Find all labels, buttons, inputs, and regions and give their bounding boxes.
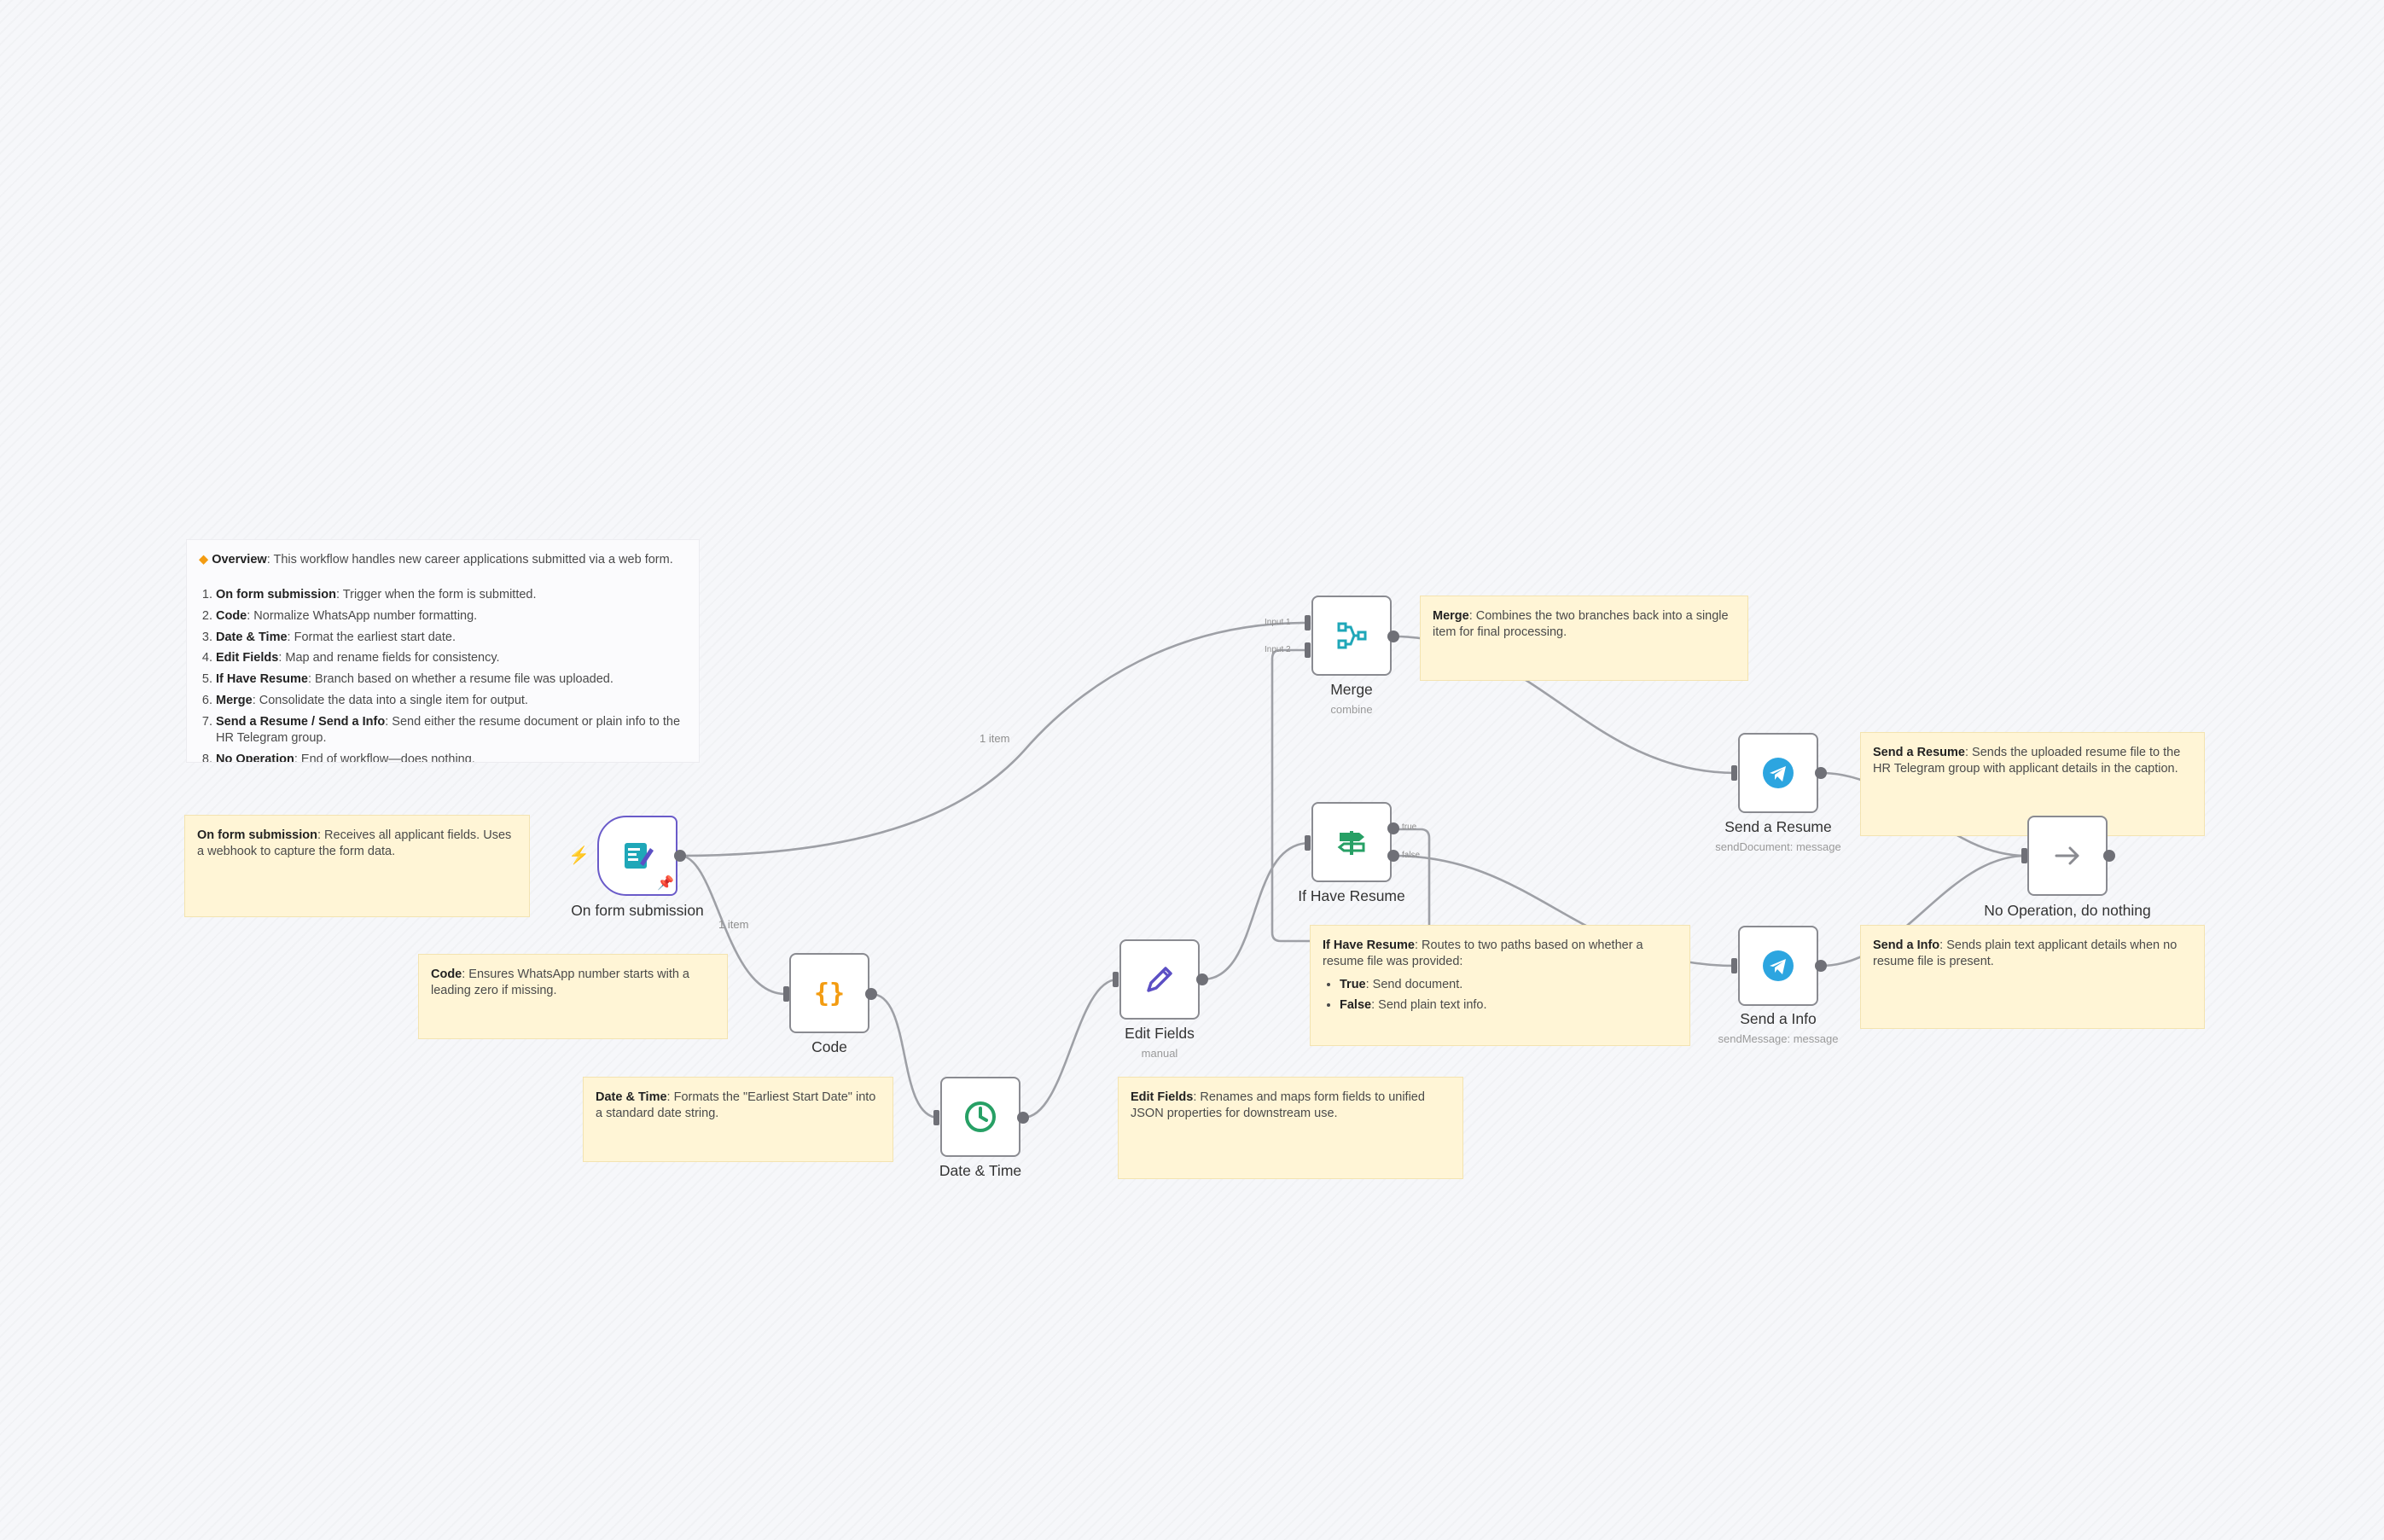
telegram-icon xyxy=(1763,950,1794,981)
overview-step: Edit Fields: Map and rename fields for c… xyxy=(216,650,687,666)
node-label: Send a Resume xyxy=(1724,818,1832,835)
node-label: Date & Time xyxy=(939,1162,1022,1179)
port-label-input-2: Input 2 xyxy=(1265,645,1291,654)
orange-diamond-icon: ◆ xyxy=(199,553,209,567)
telegram-icon xyxy=(1763,758,1794,788)
node-send-a-resume[interactable] xyxy=(1738,733,1818,813)
output-handle-true[interactable] xyxy=(1387,822,1399,834)
node-label: Edit Fields xyxy=(1125,1025,1195,1042)
input-handle[interactable] xyxy=(1113,972,1119,987)
datetime-note[interactable]: Date & Time: Formats the "Earliest Start… xyxy=(583,1077,893,1162)
input-handle[interactable] xyxy=(933,1110,939,1125)
edge-editfields-to-if xyxy=(1201,841,1311,981)
overview-step: No Operation: End of workflow—does nothi… xyxy=(216,752,687,762)
input-handle-2[interactable] xyxy=(1305,642,1311,658)
pin-icon: 📌 xyxy=(657,876,674,891)
pencil-icon xyxy=(1147,967,1172,992)
input-handle[interactable] xyxy=(1731,958,1737,973)
node-subtitle: manual xyxy=(1141,1047,1178,1060)
node-label: Code xyxy=(811,1038,847,1055)
edge-item-count-label: 1 item xyxy=(980,732,1010,745)
node-label: On form submission xyxy=(571,902,704,919)
port-label-false: false xyxy=(1402,851,1421,860)
merge-icon xyxy=(1337,622,1367,649)
overview-step: Code: Normalize WhatsApp number formatti… xyxy=(216,608,687,625)
output-handle[interactable] xyxy=(1815,960,1827,972)
edge-item-count-label: 1 item xyxy=(718,918,749,931)
overview-steps: On form submission: Trigger when the for… xyxy=(199,587,687,762)
node-subtitle: combine xyxy=(1330,703,1373,716)
overview-step: On form submission: Trigger when the for… xyxy=(216,587,687,603)
output-handle-false[interactable] xyxy=(1387,850,1399,862)
output-handle[interactable] xyxy=(1815,767,1827,779)
code-note[interactable]: Code: Ensures WhatsApp number starts wit… xyxy=(418,954,728,1039)
node-if-have-resume[interactable] xyxy=(1311,802,1392,882)
clock-icon xyxy=(965,1101,996,1132)
merge-note[interactable]: Merge: Combines the two branches back in… xyxy=(1420,596,1748,681)
node-label: If Have Resume xyxy=(1298,887,1405,904)
port-label-input-1: Input 1 xyxy=(1265,618,1291,627)
ifresume-note[interactable]: If Have Resume: Routes to two paths base… xyxy=(1310,925,1690,1046)
node-label: Send a Info xyxy=(1740,1010,1817,1027)
input-handle[interactable] xyxy=(1731,765,1737,781)
input-handle[interactable] xyxy=(1305,835,1311,851)
signpost-icon xyxy=(1337,831,1365,855)
node-send-a-info[interactable] xyxy=(1738,926,1818,1006)
node-subtitle: sendDocument: message xyxy=(1715,840,1841,853)
output-handle[interactable] xyxy=(1387,631,1399,642)
arrow-right-icon xyxy=(2055,846,2079,865)
output-handle[interactable] xyxy=(2103,850,2115,862)
trigger-bolt-icon: ⚡ xyxy=(568,846,590,865)
output-handle[interactable] xyxy=(865,988,877,1000)
form-icon xyxy=(625,843,654,869)
overview-heading: ◆ Overview: This workflow handles new ca… xyxy=(199,553,673,567)
output-handle[interactable] xyxy=(1196,973,1208,985)
node-merge[interactable] xyxy=(1311,596,1392,676)
input-handle[interactable] xyxy=(783,986,789,1002)
editfields-note[interactable]: Edit Fields: Renames and maps form field… xyxy=(1118,1077,1463,1179)
node-label: Merge xyxy=(1330,681,1373,698)
node-no-operation[interactable] xyxy=(2027,816,2108,896)
input-handle[interactable] xyxy=(2021,848,2027,863)
overview-note[interactable]: ◆ Overview: This workflow handles new ca… xyxy=(186,539,700,763)
output-handle[interactable] xyxy=(1017,1112,1029,1124)
node-code[interactable]: {} xyxy=(789,953,869,1033)
sendinfo-note[interactable]: Send a Info: Sends plain text applicant … xyxy=(1860,925,2205,1029)
form-note[interactable]: On form submission: Receives all applica… xyxy=(184,815,530,917)
overview-step: Merge: Consolidate the data into a singl… xyxy=(216,693,687,709)
branch-false: False: Send plain text info. xyxy=(1340,997,1678,1014)
node-edit-fields[interactable] xyxy=(1119,939,1200,1020)
branch-true: True: Send document. xyxy=(1340,977,1678,993)
node-date-time[interactable] xyxy=(940,1077,1020,1157)
node-label: No Operation, do nothing xyxy=(1984,902,2151,919)
output-handle[interactable] xyxy=(674,850,686,862)
svg-text:{}: {} xyxy=(814,979,845,1008)
ifresume-branches: True: Send document. False: Send plain t… xyxy=(1323,977,1678,1014)
overview-step: Send a Resume / Send a Info: Send either… xyxy=(216,714,687,747)
input-handle-1[interactable] xyxy=(1305,615,1311,631)
overview-step: Date & Time: Format the earliest start d… xyxy=(216,630,687,646)
overview-step: If Have Resume: Branch based on whether … xyxy=(216,671,687,688)
code-braces-icon: {} xyxy=(814,979,845,1008)
port-label-true: true xyxy=(1402,822,1417,832)
node-subtitle: sendMessage: message xyxy=(1718,1032,1839,1045)
